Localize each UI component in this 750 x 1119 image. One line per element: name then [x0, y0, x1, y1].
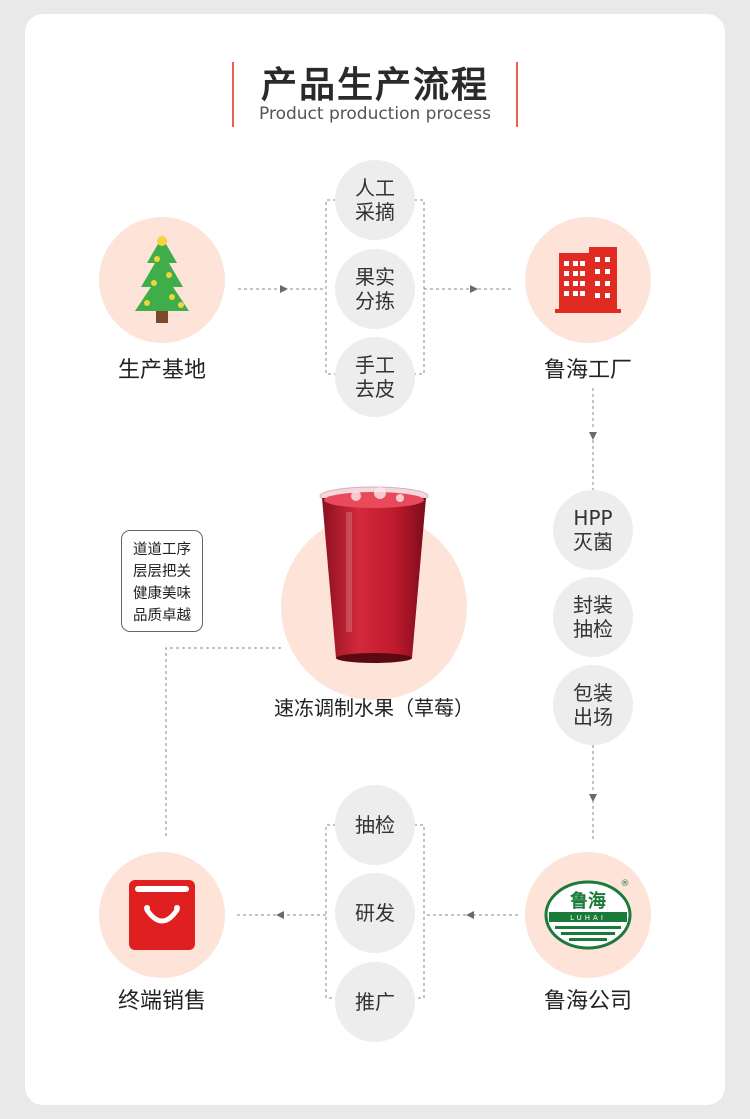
luhai-logo: 鲁海 LUHAI ®: [525, 852, 651, 978]
company-node-label: 鲁海公司: [488, 983, 688, 1015]
note-line: 品质卓越: [122, 605, 202, 627]
company-node-circle: 鲁海 LUHAI ®: [525, 852, 651, 978]
note-line: 健康美味: [122, 583, 202, 605]
factory-node-label: 鲁海工厂: [488, 352, 688, 384]
factory-node-circle: [525, 217, 651, 343]
logo-subtext: LUHAI: [570, 914, 606, 922]
step-top-1: 人工采摘: [335, 160, 415, 240]
step-bottom-1: 抽检: [335, 785, 415, 865]
base-node-circle: [99, 217, 225, 343]
quality-note: 道道工序 层层把关 健康美味 品质卓越: [121, 530, 203, 632]
tree-icon: [99, 217, 225, 343]
arrow-head: [589, 432, 597, 440]
step-bottom-3: 推广: [335, 962, 415, 1042]
step-bottom-2: 研发: [335, 873, 415, 953]
arrow-head: [466, 911, 474, 919]
note-line: 道道工序: [122, 539, 202, 561]
logo-text: 鲁海: [570, 890, 606, 912]
arrow-head: [470, 285, 478, 293]
step-top-2: 果实分拣: [335, 249, 415, 329]
arrow-head: [276, 911, 284, 919]
fruit-node-label: 速冻调制水果（草莓）: [234, 692, 514, 721]
base-node-label: 生产基地: [62, 352, 262, 384]
drink-cup-image: [316, 482, 432, 672]
note-line: 层层把关: [122, 561, 202, 583]
arrow-head: [280, 285, 288, 293]
arrow-head: [589, 794, 597, 802]
registered-mark: ®: [621, 879, 630, 889]
shopping-bag-icon: [99, 852, 225, 978]
building-icon: [525, 217, 651, 343]
step-right-3: 包装出场: [553, 665, 633, 745]
retail-node-label: 终端销售: [62, 983, 262, 1015]
step-right-2: 封装抽检: [553, 577, 633, 657]
step-top-3: 手工去皮: [335, 337, 415, 417]
retail-node-circle: [99, 852, 225, 978]
connector-retail-fruit: [166, 648, 284, 836]
